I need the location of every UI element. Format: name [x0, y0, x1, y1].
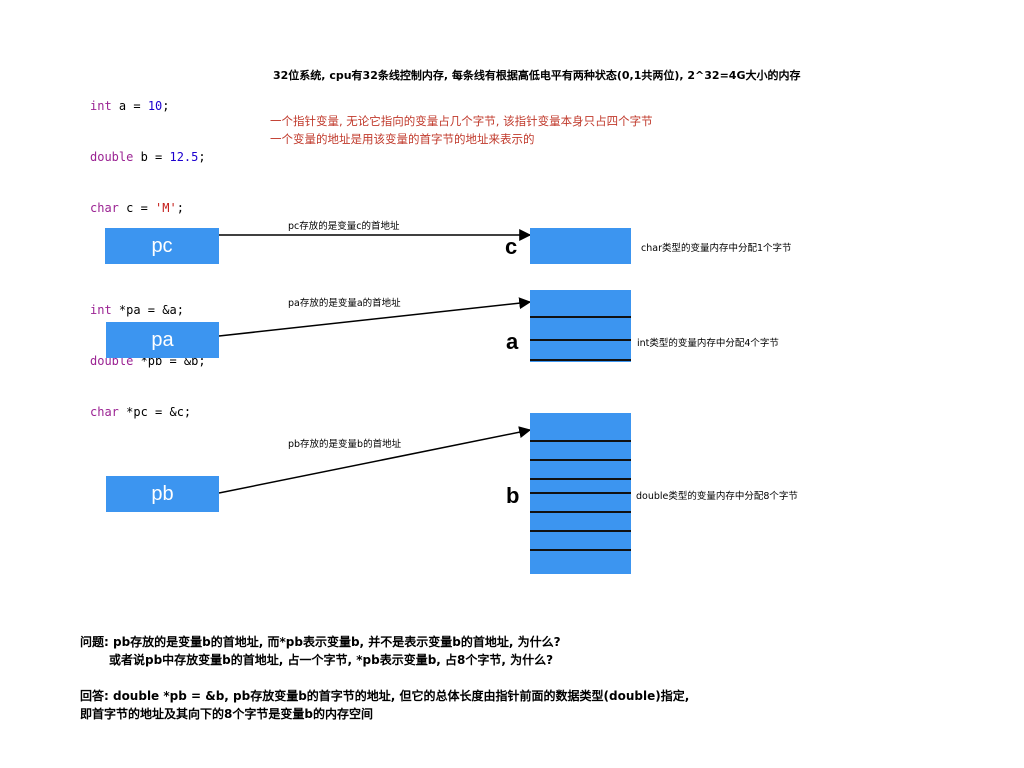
memory-block-c: [530, 228, 631, 264]
memory-block-a: [530, 290, 631, 362]
byte-divider: [530, 549, 631, 551]
arrow-pb-to-b: [218, 426, 532, 494]
desc-c: char类型的变量内存中分配1个字节: [641, 243, 792, 254]
byte-divider: [530, 339, 631, 341]
byte-divider: [530, 316, 631, 318]
pointer-box-pa: pa: [106, 322, 219, 358]
code-line: int *pa = &a;: [90, 303, 184, 317]
code-line: char c = 'M';: [90, 201, 184, 215]
byte-divider: [530, 478, 631, 480]
byte-divider: [530, 359, 631, 361]
byte-divider: [530, 492, 631, 494]
byte-divider: [530, 459, 631, 461]
system-note: 32位系统, cpu有32条线控制内存, 每条线有根据高低电平有两种状态(0,1…: [273, 69, 801, 82]
var-label-a: a: [506, 329, 519, 354]
pointer-size-note: 一个指针变量, 无论它指向的变量占几个字节, 该指针变量本身只占四个字节: [270, 114, 653, 128]
code-line: int a = 10;: [90, 99, 170, 113]
answer-line-1: 回答: double *pb = &b, pb存放变量b的首字节的地址, 但它的…: [80, 689, 690, 703]
code-line: double b = 12.5;: [90, 150, 206, 164]
var-label-c: c: [505, 234, 518, 259]
memory-block-b: [530, 413, 631, 574]
answer-line-2: 即首字节的地址及其向下的8个字节是变量b的内存空间: [80, 707, 373, 721]
byte-divider: [530, 530, 631, 532]
var-label-b: b: [506, 483, 520, 508]
desc-a: int类型的变量内存中分配4个字节: [637, 338, 779, 349]
arrow-label-pc: pc存放的是变量c的首地址: [288, 221, 400, 232]
desc-b: double类型的变量内存中分配8个字节: [636, 491, 798, 502]
arrow-label-pa: pa存放的是变量a的首地址: [288, 298, 401, 309]
question-line-1: 问题: pb存放的是变量b的首地址, 而*pb表示变量b, 并不是表示变量b的首…: [80, 635, 561, 649]
arrow-label-pb: pb存放的是变量b的首地址: [288, 439, 402, 450]
code-line: char *pc = &c;: [90, 405, 192, 419]
question-line-2: 或者说pb中存放变量b的首地址, 占一个字节, *pb表示变量b, 占8个字节,…: [109, 653, 554, 667]
byte-divider: [530, 511, 631, 513]
address-note: 一个变量的地址是用该变量的首字节的地址来表示的: [270, 132, 535, 146]
arrow-pa-to-a: [218, 297, 532, 337]
pointer-box-pc: pc: [105, 228, 219, 264]
pointer-box-pb: pb: [106, 476, 219, 512]
byte-divider: [530, 440, 631, 442]
